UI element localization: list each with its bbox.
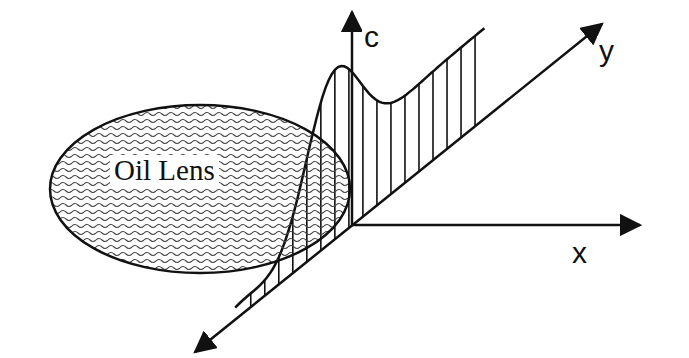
profile-hatch: [460, 47, 462, 137]
profile-hatch: [446, 59, 448, 148]
axis-label: c: [362, 22, 381, 52]
profile-hatch: [362, 86, 364, 216]
c-axis: [351, 12, 354, 225]
profile-hatch: [432, 71, 434, 159]
profile-hatch: [474, 36, 476, 126]
profile-hatch: [418, 84, 420, 171]
x-axis: [352, 224, 640, 227]
profile-hatch: [390, 103, 392, 194]
profile-hatch: [376, 100, 378, 205]
profile-hatch: [404, 96, 406, 183]
axis-label: x: [570, 238, 589, 268]
oil-lens: Oil Lens: [48, 103, 352, 275]
axis-label: y: [597, 36, 616, 66]
lens-label: Oil Lens: [110, 155, 219, 187]
lens-outline: [48, 103, 352, 275]
